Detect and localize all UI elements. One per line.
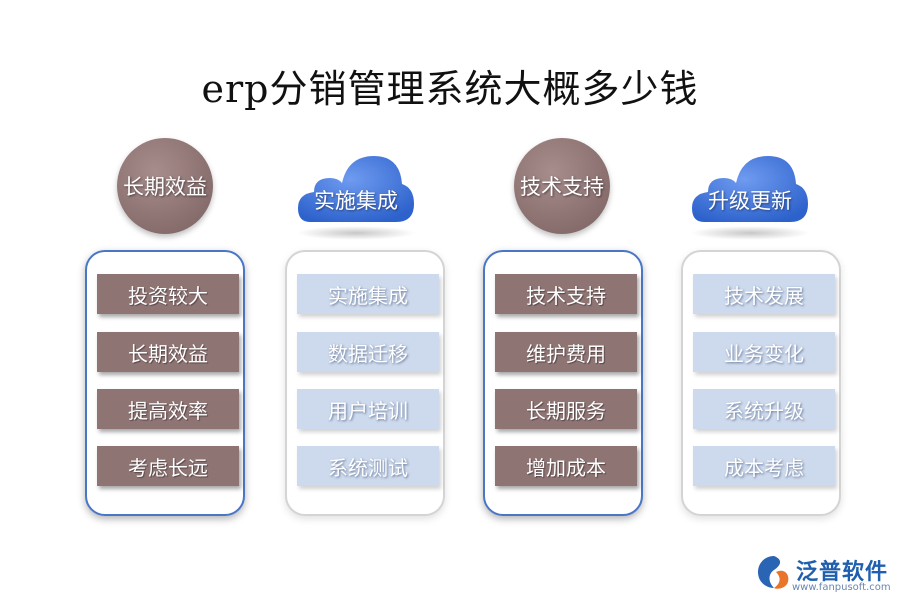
list-item: 成本考虑 (693, 446, 835, 486)
header-cloud-upgrade: 升级更新 (690, 150, 810, 230)
list-item: 业务变化 (693, 332, 835, 372)
list-item: 投资较大 (97, 274, 239, 314)
panel-implementation: 实施集成 数据迁移 用户培训 系统测试 (285, 250, 445, 516)
list-item: 维护费用 (495, 332, 637, 372)
logo-url: www.fanpusoft.com (792, 582, 891, 593)
list-item: 技术发展 (693, 274, 835, 314)
header-label: 升级更新 (708, 189, 792, 213)
page-title: erp分销管理系统大概多少钱 (201, 67, 699, 111)
list-item: 数据迁移 (297, 332, 439, 372)
list-item: 技术支持 (495, 274, 637, 314)
cloud-icon (692, 156, 808, 222)
list-item: 考虑长远 (97, 446, 239, 486)
cloud-shadow (296, 226, 416, 240)
list-item: 实施集成 (297, 274, 439, 314)
cloud-icon (298, 156, 414, 222)
fanpusoft-logo: 泛普软件 www.fanpusoft.com (752, 552, 900, 596)
header-circle-tech-support: 技术支持 (514, 138, 610, 234)
cloud-shadow (690, 226, 810, 240)
panel-long-term-benefit: 投资较大 长期效益 提高效率 考虑长远 (85, 250, 245, 516)
list-item: 长期服务 (495, 389, 637, 429)
list-item: 提高效率 (97, 389, 239, 429)
panel-upgrade: 技术发展 业务变化 系统升级 成本考虑 (681, 250, 841, 516)
logo-name: 泛普软件 (796, 560, 889, 585)
header-label: 技术支持 (520, 175, 604, 199)
list-item: 增加成本 (495, 446, 637, 486)
list-item: 系统升级 (693, 389, 835, 429)
list-item: 长期效益 (97, 332, 239, 372)
panel-tech-support: 技术支持 维护费用 长期服务 增加成本 (483, 250, 643, 516)
header-cloud-implementation: 实施集成 (296, 150, 416, 230)
header-label: 长期效益 (123, 175, 207, 199)
list-item: 系统测试 (297, 446, 439, 486)
list-item: 用户培训 (297, 389, 439, 429)
header-circle-long-term-benefit: 长期效益 (117, 138, 213, 234)
header-label: 实施集成 (314, 189, 398, 213)
logo-icon (758, 556, 789, 589)
